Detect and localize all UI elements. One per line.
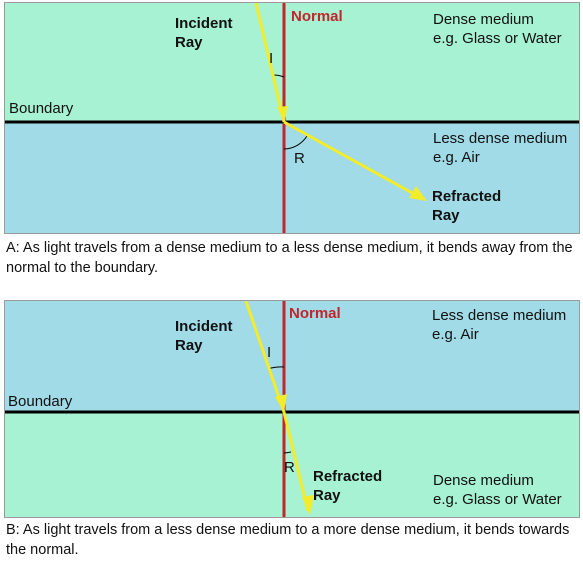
refraction-angle-arc bbox=[283, 135, 308, 150]
normal-label: Normal bbox=[289, 305, 341, 322]
refraction-angle-arc bbox=[283, 451, 292, 454]
boundary-label: Boundary bbox=[9, 100, 74, 117]
incident-angle-label: I bbox=[269, 50, 274, 67]
refraction-diagram-a bbox=[5, 3, 579, 233]
top-medium-label: Less dense medium e.g. Air bbox=[432, 307, 567, 343]
refracted-ray-label: Refracted Ray bbox=[432, 188, 502, 224]
incident-ray-label: Incident Ray bbox=[175, 318, 233, 354]
diagram-panel-a: Incident Ray Normal Dense medium e.g. Gl… bbox=[4, 2, 580, 234]
incident-ray-label: Incident Ray bbox=[175, 15, 233, 51]
less-dense-medium-region bbox=[5, 301, 579, 412]
top-medium-label: Dense medium e.g. Glass or Water bbox=[433, 11, 562, 47]
bottom-medium-label: Dense medium e.g. Glass or Water bbox=[433, 472, 562, 508]
incident-ray-line bbox=[254, 3, 286, 123]
incident-ray-arrowhead bbox=[277, 106, 288, 122]
refracted-ray-arrowhead bbox=[409, 186, 427, 201]
normal-label: Normal bbox=[291, 8, 343, 25]
refraction-angle-label: R bbox=[284, 459, 295, 476]
bottom-medium-label: Less dense medium e.g. Air bbox=[433, 130, 568, 166]
dense-medium-region bbox=[5, 3, 579, 122]
refracted-ray-label: Refracted Ray bbox=[313, 468, 383, 504]
incident-ray-line bbox=[244, 301, 286, 413]
refracted-ray-arrowhead bbox=[302, 495, 314, 515]
refraction-angle-label: R bbox=[294, 150, 305, 167]
incident-angle-label: I bbox=[267, 344, 272, 361]
caption-b: B: As light travels from a less dense me… bbox=[6, 522, 570, 558]
refracted-ray-line bbox=[282, 411, 310, 512]
incident-ray-arrowhead bbox=[275, 394, 287, 412]
boundary-label: Boundary bbox=[8, 393, 73, 410]
dense-medium-region bbox=[5, 412, 579, 517]
refracted-ray-line bbox=[283, 120, 424, 201]
less-dense-medium-region bbox=[5, 122, 579, 233]
refraction-diagram-b bbox=[5, 301, 579, 517]
caption-a: A: As light travels from a dense medium … bbox=[6, 240, 573, 276]
diagram-panel-b: Incident Ray Normal Less dense medium e.… bbox=[4, 300, 580, 518]
